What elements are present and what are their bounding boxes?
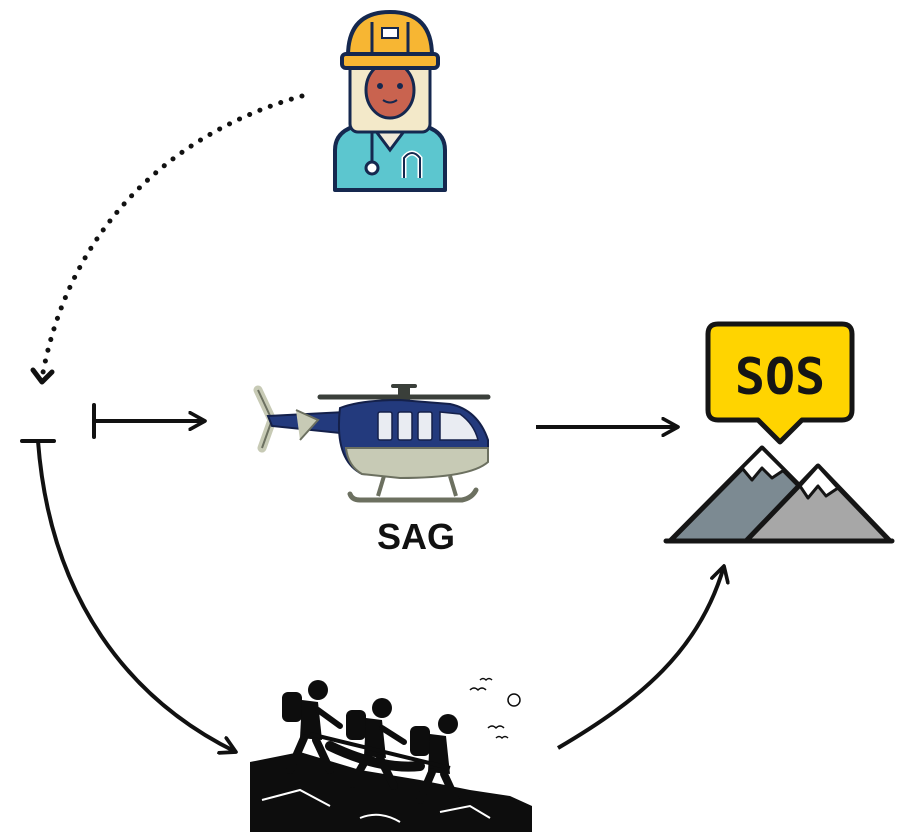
dotted-arrow-head	[30, 367, 55, 385]
arrow-bar-to-rescue-team	[36, 440, 236, 752]
medic-with-hard-hat-icon	[333, 10, 447, 192]
sos-sign-text: SOS	[735, 348, 825, 406]
helicopter-label: SAG	[377, 516, 455, 557]
bar-arrow-to-helicopter	[92, 403, 205, 439]
arrow-rescue-team-to-mountain	[556, 566, 724, 750]
mountain-rescue-team-icon	[250, 677, 532, 832]
snowy-mountains-icon	[663, 445, 895, 544]
sos-sign-icon: SOS	[705, 321, 855, 445]
dotted-arrow-medic	[39, 93, 305, 381]
rescue-helicopter-icon	[253, 384, 491, 503]
